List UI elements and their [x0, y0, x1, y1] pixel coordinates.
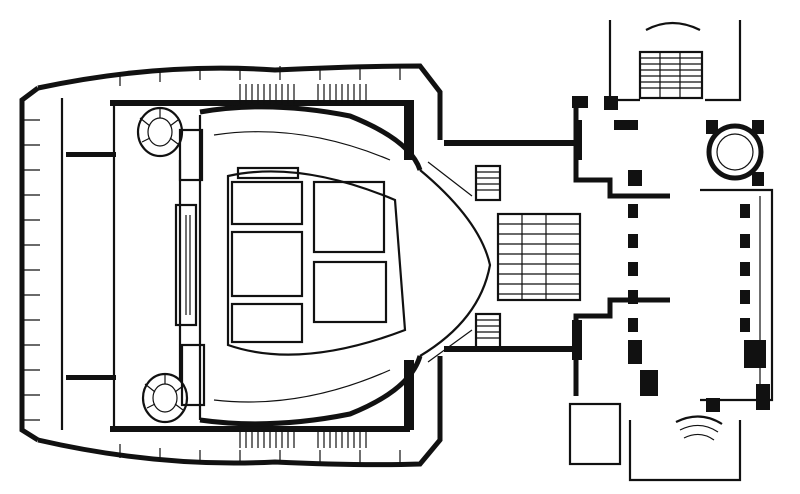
portico-south — [568, 402, 742, 482]
wall-masses — [572, 96, 770, 412]
seating-blocks — [230, 166, 388, 344]
corridor-walls — [66, 100, 414, 432]
spiral-stair-north — [136, 106, 184, 158]
spiral-stair-south — [141, 372, 189, 424]
side-boxes — [174, 128, 206, 407]
perimeter-ticks — [22, 66, 401, 464]
auditorium — [178, 104, 423, 427]
portico-stair-north — [638, 21, 704, 100]
rotunda — [706, 123, 764, 181]
stair-runs — [239, 84, 367, 448]
central-stair-block — [444, 140, 582, 352]
foyer-columns — [628, 204, 750, 332]
outer-envelope — [19, 63, 443, 468]
